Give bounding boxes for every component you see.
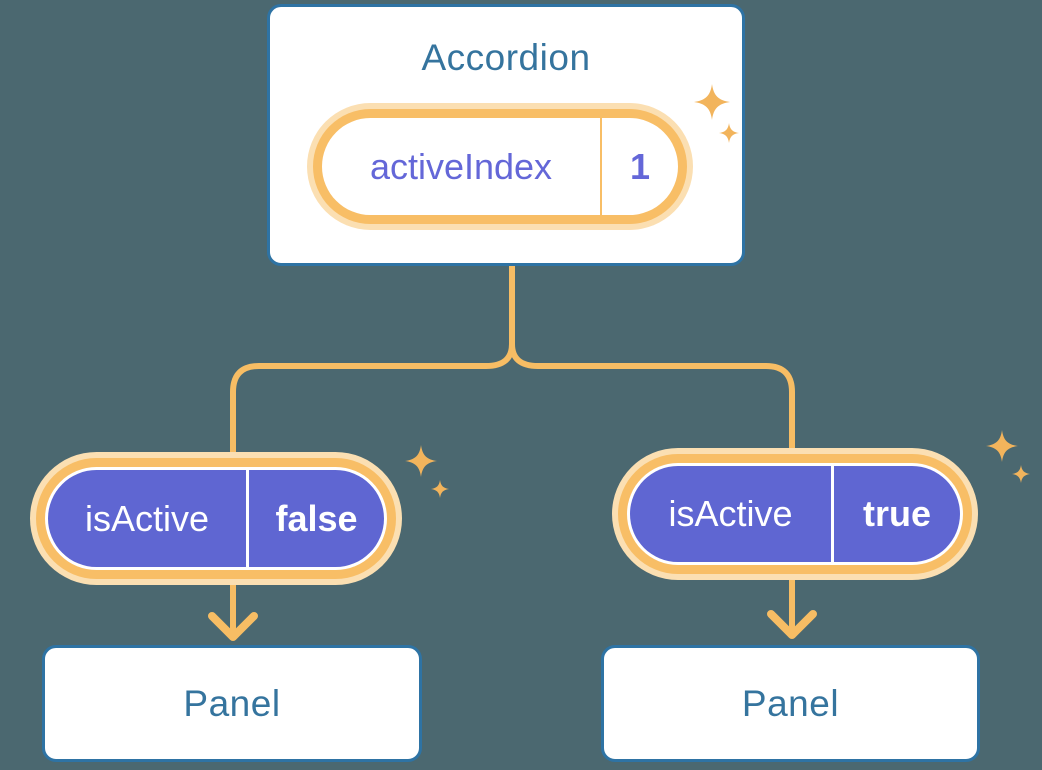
panel-title: Panel (741, 682, 840, 724)
state-label: isActive (84, 497, 210, 539)
state-label: activeIndex (369, 145, 553, 187)
connector-root-to-right-child (509, 266, 795, 448)
pill-gold-ring: isActive true (618, 454, 972, 574)
state-pill-isactive-true: isActive true (612, 448, 978, 580)
state-pill-isactive-false: isActive false (30, 452, 402, 585)
pill-gold-ring: activeIndex 1 (313, 109, 687, 224)
sparkle-icon (986, 430, 1030, 483)
pill-white-gap: isActive false (45, 467, 387, 570)
panel-card-right: Panel (601, 645, 980, 762)
pill-gold-ring: isActive false (36, 458, 396, 579)
panel-title: Panel (183, 682, 281, 724)
connector-root-to-left-child (230, 266, 515, 452)
sparkle-icon (694, 84, 739, 143)
pill-divider (246, 470, 249, 567)
state-value: false (275, 497, 358, 539)
arrow-down-left-icon (208, 612, 258, 641)
pill-white-gap: isActive true (627, 463, 963, 565)
pill-divider (831, 466, 834, 562)
accordion-title: Accordion (421, 37, 591, 78)
state-value: true (862, 493, 931, 534)
arrow-down-right-icon (767, 610, 817, 639)
pill-divider (600, 118, 602, 215)
state-pill-active-index: activeIndex 1 (307, 103, 693, 230)
panel-card-left: Panel (42, 645, 422, 762)
state-label: isActive (668, 493, 793, 534)
state-value: 1 (629, 145, 651, 187)
sparkle-icon (405, 445, 449, 498)
